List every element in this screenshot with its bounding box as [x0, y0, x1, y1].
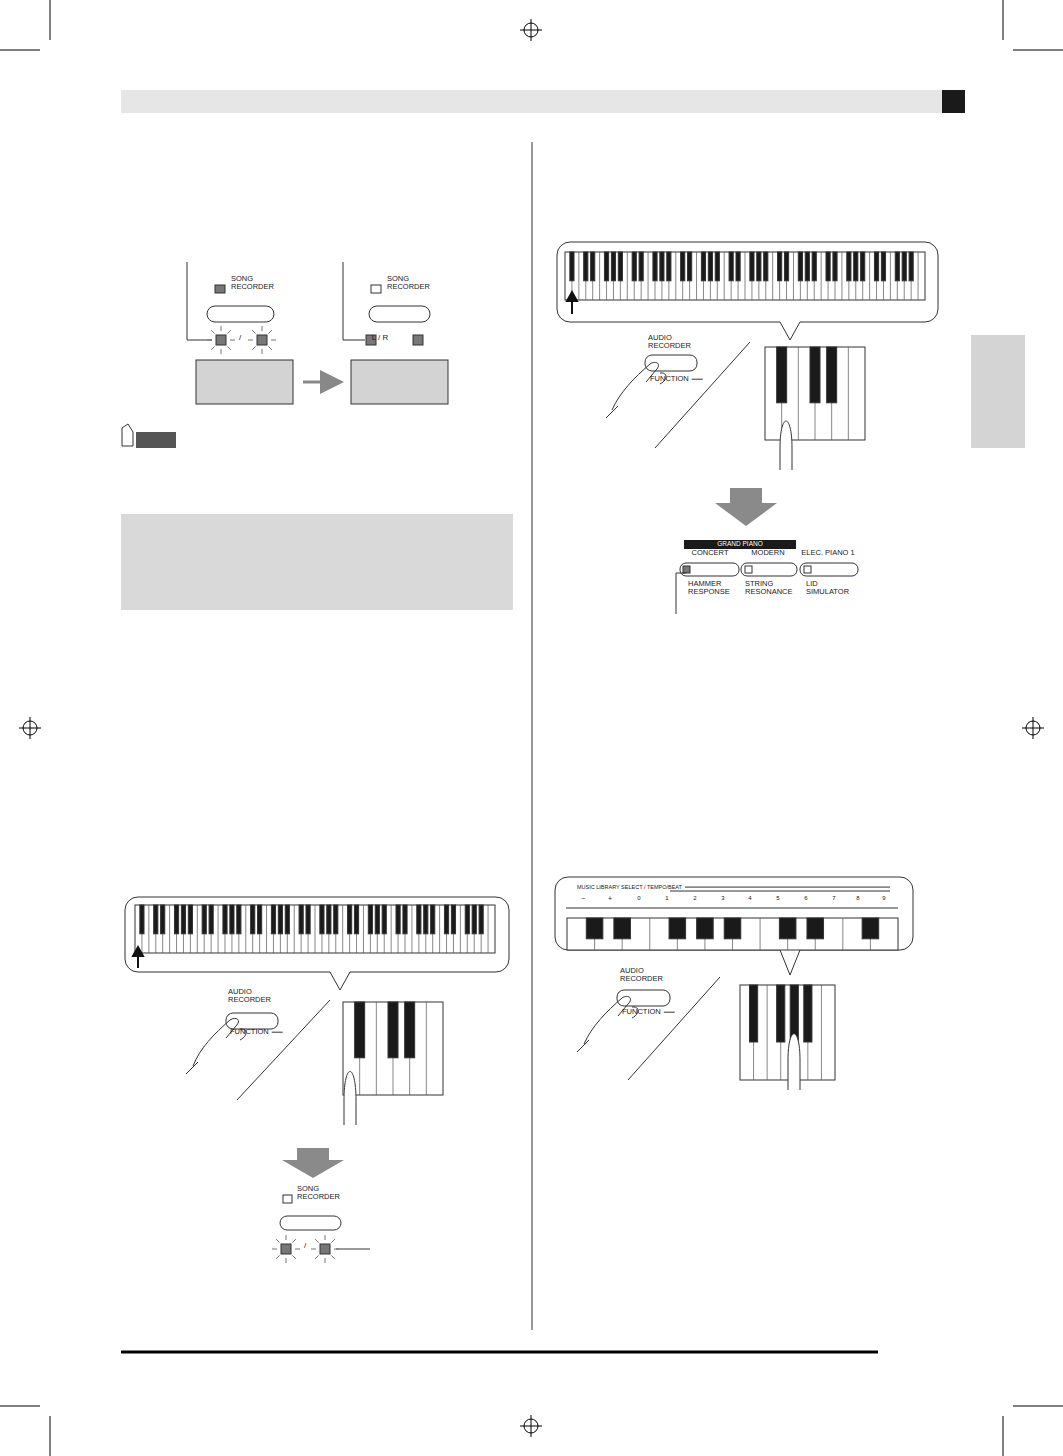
panel-label: LID SIMULATOR	[806, 580, 852, 597]
indicator-panels	[187, 262, 448, 404]
keyboard-callout	[557, 242, 938, 470]
piano-keys	[343, 1002, 443, 1095]
panel-label: HAMMER RESPONSE	[688, 580, 734, 597]
key-number: 5	[776, 895, 779, 902]
panel-label: SONG RECORDER	[387, 275, 437, 292]
panel-label: L / R	[372, 334, 389, 343]
panel-label: AUDIO RECORDER	[648, 334, 700, 351]
function-dash	[272, 1032, 283, 1033]
key-number: 9	[882, 895, 885, 902]
key-number: −	[581, 895, 585, 903]
panel-label: CONCERT	[692, 549, 729, 557]
panel-label: AUDIO RECORDER	[620, 967, 672, 984]
label-rule	[685, 887, 890, 888]
keyboard-callout-3	[555, 877, 913, 1090]
piano-keys	[765, 347, 865, 440]
panel-label: FUNCTION	[622, 1008, 661, 1016]
key-number: +	[608, 895, 612, 903]
piano-keys	[135, 905, 495, 953]
panel-label: FUNCTION	[650, 375, 689, 383]
panel-label: AUDIO RECORDER	[228, 988, 280, 1005]
panel-label: ELEC. PIANO 1	[801, 549, 854, 557]
panel-label: SONG RECORDER	[297, 1185, 347, 1202]
panel-label: /	[304, 1242, 306, 1251]
piano-keys	[567, 918, 898, 950]
piano-keys	[565, 252, 925, 300]
function-dash	[692, 379, 703, 380]
panel-label: MUSIC LIBRARY SELECT / TEMPO/BEAT	[577, 884, 682, 890]
tone-buttons	[676, 540, 858, 614]
down-arrow	[282, 1148, 344, 1178]
function-dash	[664, 1012, 675, 1013]
panel-label: MODERN	[751, 549, 784, 557]
key-number: 0	[637, 895, 640, 902]
key-number: 4	[748, 895, 751, 902]
panel-label: GRAND PIANO	[717, 540, 763, 547]
down-arrow	[715, 488, 777, 526]
key-number: 8	[856, 895, 859, 902]
panel-label: /	[239, 334, 241, 343]
key-number: 7	[832, 895, 835, 902]
key-number: 1	[665, 895, 668, 902]
panel-label: SONG RECORDER	[231, 275, 281, 292]
panel-label: FUNCTION	[230, 1028, 269, 1036]
keyboard-callout-2	[125, 897, 509, 1263]
note-icon	[122, 424, 176, 448]
key-number: 6	[804, 895, 807, 902]
key-number: 3	[721, 895, 724, 902]
panel-label: STRING RESONANCE	[745, 580, 797, 597]
key-number: 2	[693, 895, 696, 902]
